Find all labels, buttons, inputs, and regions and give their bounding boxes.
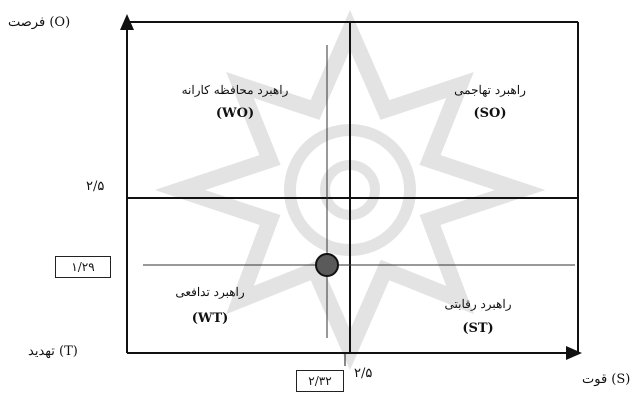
quadrant-st-code: (ST) [462,321,494,336]
quadrant-so-code: (SO) [473,106,507,121]
x-axis-label-strength: قوت (S) [582,372,631,387]
x-position-value: ۲/۳۲ [296,370,344,392]
quadrant-wo-code: (WO) [215,106,255,121]
y-axis-label-opportunity: فرصت (O) [8,15,71,30]
y-axis-label-threat: تهدید (T) [28,344,78,359]
quadrant-so-title: راهبرد تهاجمی [454,83,526,97]
position-marker [315,253,339,277]
x-mid-value: ۲/۵ [354,366,373,381]
y-position-value: ۱/۲۹ [55,256,111,278]
quadrant-wt-code: (WT) [191,311,229,326]
y-axis-arrow [120,14,134,30]
quadrant-wo-title: راهبرد محافظه کارانه [181,83,289,97]
y-mid-value: ۲/۵ [86,179,105,194]
quadrant-wt-title: راهبرد تدافعی [175,285,245,299]
x-axis-arrow [566,346,582,360]
quadrant-st-title: راهبرد رقابتی [444,297,512,311]
